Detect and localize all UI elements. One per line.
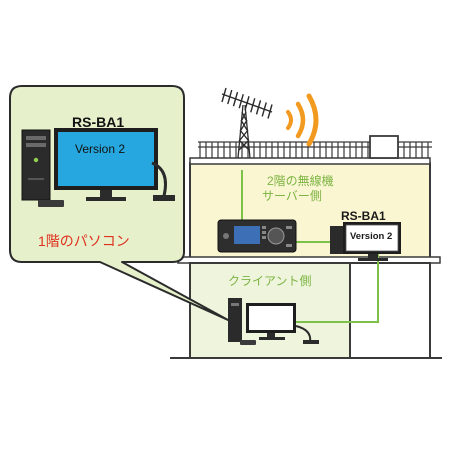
server-pc-tower (330, 226, 343, 254)
antenna-element (221, 87, 227, 103)
antenna-element (238, 93, 244, 109)
roof-stair-house (369, 135, 399, 159)
server-product-name: RS-BA1 (341, 209, 386, 223)
callout-product-name: RS-BA1 (72, 114, 124, 130)
network-link (241, 170, 379, 323)
roof-slab (189, 157, 431, 165)
transceiver-radio (217, 219, 297, 253)
antenna-element (255, 100, 262, 115)
callout-monitor (54, 128, 158, 201)
radio-wave-icon (286, 93, 319, 147)
server-screen-text: Version 2 (350, 231, 392, 242)
client-label: クライアント側 (228, 274, 312, 288)
antenna-element (261, 102, 267, 117)
antenna-element (232, 91, 239, 107)
callout-caption: 1階のパソコン (38, 233, 130, 249)
antenna-element (267, 104, 273, 119)
callout-keyboard (38, 200, 64, 207)
client-pc (228, 298, 319, 345)
building (170, 135, 442, 359)
antenna-element (244, 96, 250, 111)
antenna-tower (237, 104, 251, 159)
server-label-line1: 2階の無線機 (267, 173, 334, 188)
server-monitor (343, 222, 401, 261)
antenna-element (250, 98, 256, 113)
yagi-antenna-icon (221, 87, 273, 119)
callout-microphone-icon (151, 161, 175, 201)
antenna-element (227, 89, 233, 105)
callout-pc-tower (21, 129, 51, 201)
callout-screen-text: Version 2 (75, 142, 125, 156)
server-label-line2: サーバー側 (262, 189, 322, 203)
